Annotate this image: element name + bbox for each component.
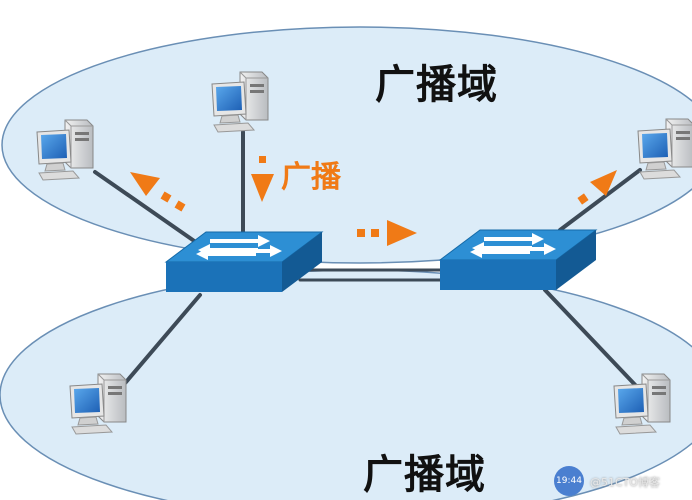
broadcast-arrows	[130, 156, 617, 246]
time-badge: 19:44	[554, 466, 584, 496]
arrow-up-right-icon	[577, 170, 617, 205]
broadcast-label: 广播	[281, 160, 341, 195]
link-pc-bottom-right	[543, 288, 642, 392]
broadcast-domain-top-label: 广播域	[375, 62, 498, 108]
arrow-right-icon	[357, 220, 417, 246]
broadcast-domain-top	[1, 26, 692, 264]
arrow-up-left-icon	[130, 172, 186, 212]
broadcast-domain-bottom-label: 广播域	[363, 452, 486, 498]
links	[93, 130, 642, 397]
link-pc-top-right	[558, 168, 642, 232]
arrow-down-icon	[251, 156, 274, 202]
link-pc-top-left	[93, 170, 202, 247]
watermark: @51CTO博客	[590, 476, 661, 489]
link-pc-bottom-left	[113, 293, 202, 397]
